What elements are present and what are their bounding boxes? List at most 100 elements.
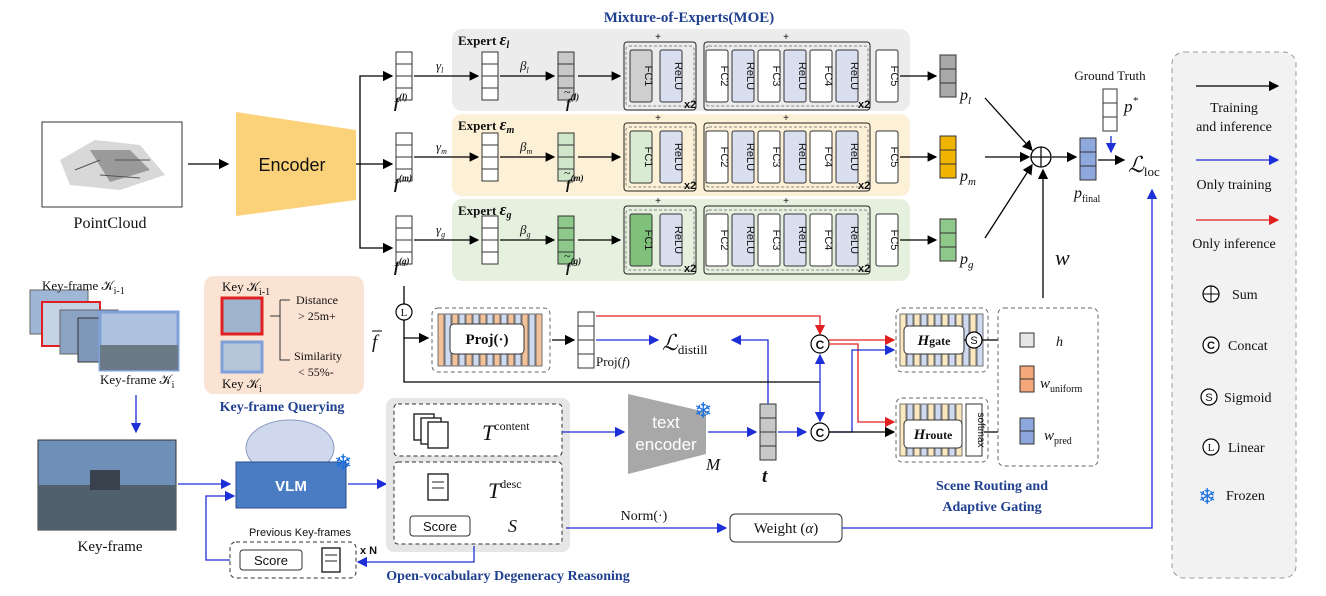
expert-feature-cell [557,63,575,77]
layer-relu [835,49,859,103]
m-label: M [705,455,721,474]
mlp-block-1 [623,122,697,192]
modulated-cell [481,251,499,265]
layer-label-fc1: FC1 [642,230,654,251]
mlp-block-2 [703,122,871,192]
uniform-bar-1 [1019,365,1035,380]
layer-label-fc3: FC3 [770,66,782,87]
legend-concat-icon [1202,336,1220,354]
layer-fc1 [629,130,653,184]
p-final-vector [1079,137,1097,181]
legend-sigmoid-symbol: S [1205,392,1212,404]
feature-label: f(l) [394,92,408,112]
feature-cell [395,227,413,241]
layer-fc5 [875,49,899,103]
encoder-label: Encoder [258,155,325,175]
output-cell [939,149,957,165]
query-key1-image [220,296,264,336]
layer-relu [835,130,859,184]
arrow-desc-prev [356,546,475,568]
output-cell [939,135,957,151]
plus-label: + [655,113,661,124]
line-fbar-bottom [403,338,820,383]
layer-relu [659,130,683,184]
routing-title-1: Scene Routing and [936,479,1048,494]
layer-fc1 [629,213,653,267]
legend-frozen: Frozen [1226,489,1265,504]
vlm-label: VLM [275,478,307,495]
output-label: pm [959,168,976,188]
layer-label-fc4: FC4 [822,66,834,87]
output-label: pl [959,87,971,107]
arrow-projout-concat [596,315,826,336]
layer-relu [659,49,683,103]
beta-label: βl [519,58,529,75]
text-encoder-label-2: encoder [635,435,697,454]
gamma-label: γg [436,222,445,239]
query-title: Key-frame Querying [220,400,345,415]
keyframe-cur-label: Key-frame 𝒦i [100,372,175,391]
legend-training-1: Training [1210,101,1258,116]
plus-label: + [783,32,789,43]
tilde-feature-label: f(g) [566,256,581,276]
ground-truth-label: Ground Truth [1074,68,1146,83]
residual-1 [625,209,695,271]
t-content: Tcontent [482,419,530,445]
arrow-t-distill [730,334,769,404]
feature-label: f(m) [394,173,412,193]
reasoning-title: Open-vocabulary Degeneracy Reasoning [386,569,629,584]
line-linear-proj [403,320,430,344]
layer-label-fc5: FC5 [888,147,900,168]
expert-feature-cell [557,132,575,146]
output-cell [939,232,957,248]
proj-out-label: Proj(f) [596,354,630,369]
tilde-mark: ~ [564,249,571,263]
pointcloud-image [41,121,183,208]
legend-only-training: Only training [1196,178,1271,193]
legend-concat-symbol: C [1207,340,1215,352]
modulated-cell [481,132,499,146]
text-encoder-block [628,394,706,474]
encoder-block [236,112,356,216]
mlp-block-2 [703,41,871,111]
feature-label: f(g) [394,256,410,276]
feature-cell [395,75,413,89]
modulated-cell [481,75,499,89]
feature-cell [395,156,413,170]
expert-feature-cell [557,168,575,182]
plus-label: + [655,196,661,207]
query-distance: Distance [296,293,338,307]
times-label: x2 [684,180,696,192]
query-similarity: Similarity [294,349,342,363]
t-label: t [762,466,768,487]
layer-relu [783,130,807,184]
plus-label: + [655,32,661,43]
output-cell [939,218,957,234]
layer-label-fc2: FC2 [718,66,730,87]
query-key1: Key 𝒦i-1 [222,279,270,298]
times-label: x2 [684,99,696,111]
modulated-cell [481,51,499,65]
modulated-cell [481,168,499,182]
expert-feature-cell [557,251,575,265]
layer-fc5 [875,213,899,267]
plus-label: + [783,196,789,207]
tilde-feature-label: f(m) [566,173,584,193]
loss-distill: ℒdistill [662,330,708,357]
p-star-label: p* [1123,95,1139,116]
gamma-label: γl [436,58,444,75]
mlp-block-1 [623,205,697,275]
layer-bar [535,313,543,367]
tilde-mark: ~ [564,166,571,180]
output-cell [939,68,957,84]
legend-training-2: and inference [1196,120,1272,135]
layer-fc2 [705,213,729,267]
concat-top-symbol: C [816,338,825,352]
encoder-frozen-icon: ❄ [694,398,712,423]
score-box [409,515,471,537]
query-bracket [270,299,290,361]
ground-truth-vector [1102,88,1118,132]
